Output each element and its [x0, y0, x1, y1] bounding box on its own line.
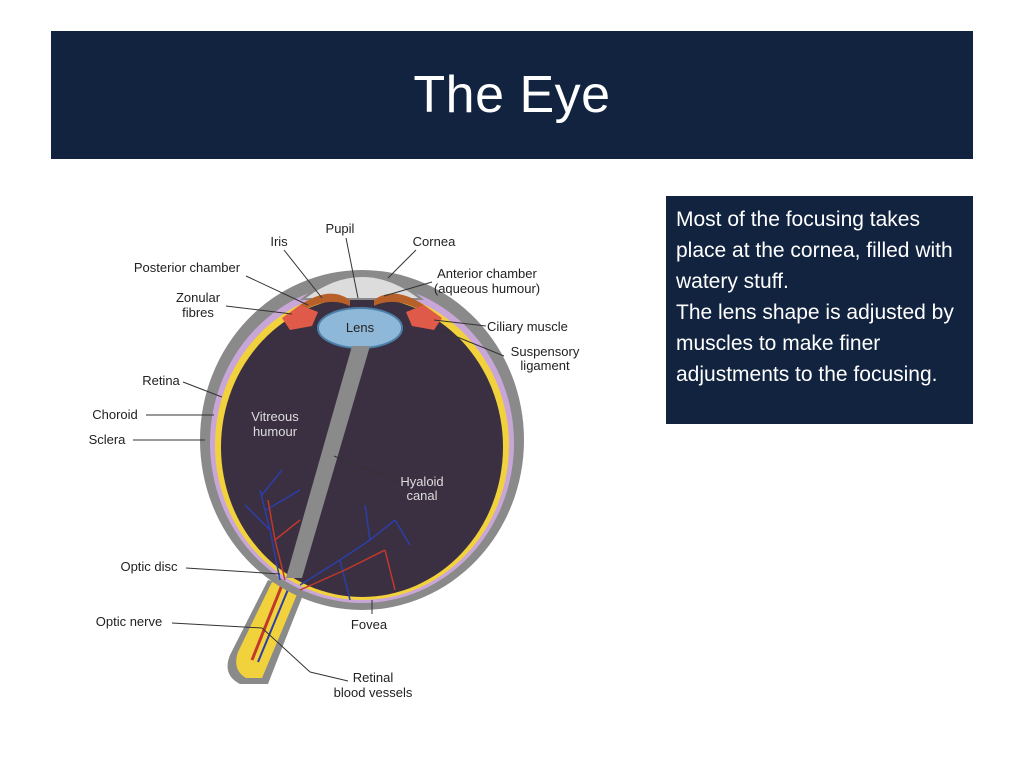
label-ciliary-muscle: Ciliary muscle	[487, 319, 568, 334]
hyaloid-canal-shape	[286, 346, 370, 578]
label-hyaloid: Hyaloid	[400, 474, 443, 489]
label-lens: Lens	[346, 320, 375, 335]
label-sclera: Sclera	[89, 432, 127, 447]
label-suspensory: Suspensory	[511, 344, 580, 359]
note-line-2: The lens shape is adjusted by muscles to…	[676, 301, 954, 386]
eyeball	[200, 270, 524, 610]
label-anterior-chamber: Anterior chamber	[437, 266, 537, 281]
label-retinal: Retinal	[353, 670, 394, 685]
label-humour: humour	[253, 424, 298, 439]
slide-title: The Eye	[413, 66, 611, 124]
label-optic-nerve: Optic nerve	[96, 614, 162, 629]
eye-diagram: Pupil Iris Cornea Posterior chamber Ante…	[89, 221, 580, 700]
label-vitreous: Vitreous	[251, 409, 299, 424]
retinal-vessels-shape	[244, 469, 411, 601]
label-cornea: Cornea	[413, 234, 456, 249]
label-optic-disc: Optic disc	[120, 559, 178, 574]
label-canal: canal	[406, 488, 437, 503]
ciliary-muscle-left	[282, 305, 318, 330]
label-aqueous-humour: (aqueous humour)	[434, 281, 540, 296]
label-posterior-chamber: Posterior chamber	[134, 260, 241, 275]
note-box: Most of the focusing takes place at the …	[666, 196, 973, 424]
ciliary-muscle-right	[406, 305, 442, 330]
leader-lines	[133, 237, 505, 682]
label-fibres: fibres	[182, 305, 214, 320]
label-ligament: ligament	[520, 358, 570, 373]
label-iris: Iris	[270, 234, 288, 249]
iris-shape	[300, 293, 424, 310]
note-line-1: Most of the focusing takes place at the …	[676, 208, 953, 293]
label-zonular: Zonular	[176, 290, 221, 305]
label-blood-vessels: blood vessels	[334, 685, 413, 700]
label-pupil: Pupil	[326, 221, 355, 236]
label-fovea: Fovea	[351, 617, 388, 632]
title-bar: The Eye	[51, 31, 973, 159]
label-retina: Retina	[142, 373, 180, 388]
label-choroid: Choroid	[92, 407, 138, 422]
